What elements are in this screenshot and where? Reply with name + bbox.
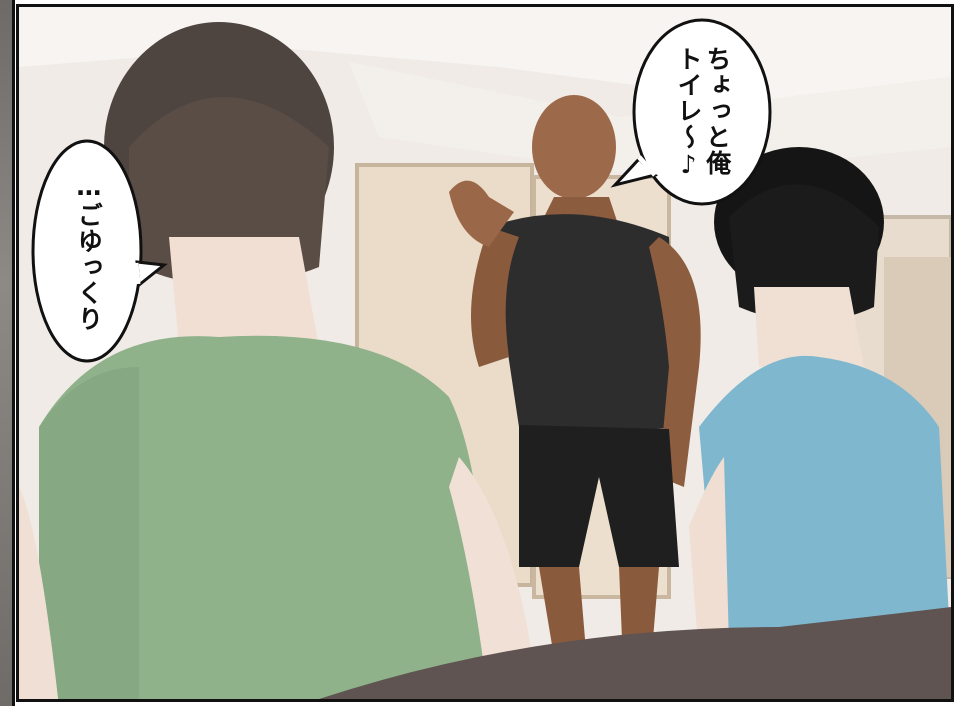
man-green-shirt xyxy=(19,22,539,699)
speech-bubble-left xyxy=(31,139,168,363)
speech-bubble-right xyxy=(610,18,772,206)
speech-text-left: …ごゆっくり xyxy=(74,172,104,332)
speech-text-right: ちょっと俺 トイレ〜♪ xyxy=(674,46,732,180)
foreground-blanket xyxy=(319,607,951,699)
previous-panel-edge xyxy=(0,0,15,706)
scene-illustration xyxy=(19,7,951,699)
comic-panel: ちょっと俺 トイレ〜♪ …ごゆっくり xyxy=(16,4,954,702)
man-blue-shirt xyxy=(689,147,951,657)
bald-man xyxy=(449,95,701,687)
